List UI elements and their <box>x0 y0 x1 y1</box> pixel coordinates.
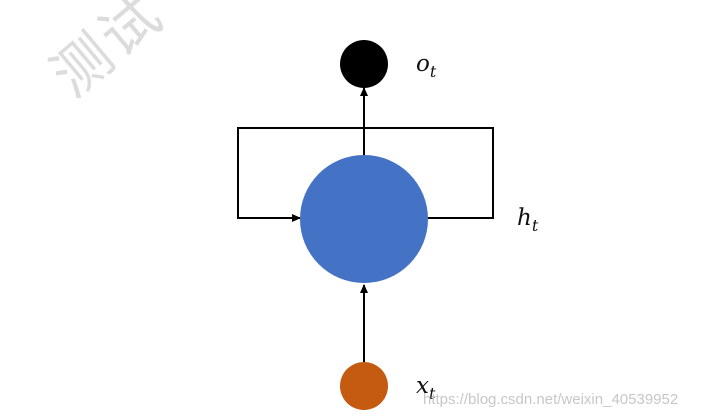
output-label: ot <box>416 51 437 81</box>
output-node <box>340 40 388 88</box>
hidden-label: ht <box>517 205 539 235</box>
input-label: xt <box>416 373 436 403</box>
hidden-node <box>300 155 428 283</box>
recurrent-loop-edge <box>237 127 494 222</box>
watermark-url: https://blog.csdn.net/weixin_40539952 <box>423 391 679 408</box>
input-node <box>340 362 388 410</box>
